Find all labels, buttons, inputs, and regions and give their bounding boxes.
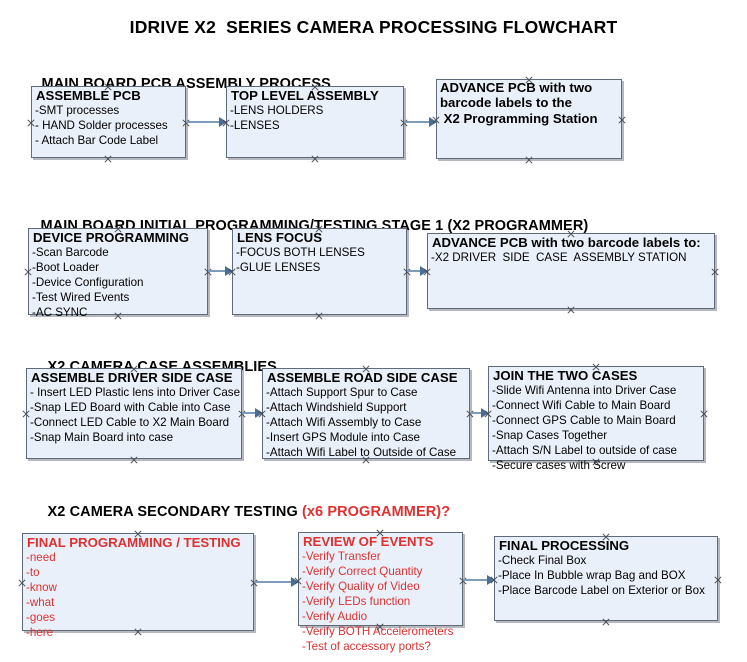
box-line: -Verify Audio xyxy=(302,609,368,623)
box-final-programming-testing[interactable]: FINAL PROGRAMMING / TESTING -need -to -k… xyxy=(22,533,254,639)
box-line: -Attach S/N Label to outside of case xyxy=(492,443,677,457)
arrow-head-icon xyxy=(255,408,263,418)
box-title: FINAL PROGRAMMING / TESTING xyxy=(27,535,241,550)
box-line: -Place In Bubble wrap Bag and BOX xyxy=(498,569,686,583)
page-title: IDRIVE X2 SERIES CAMERA PROCESSING FLOWC… xyxy=(129,17,618,37)
section-heading-4: X2 CAMERA SECONDARY TESTING (x6 PROGRAMM… xyxy=(31,488,451,536)
box-line: -Device Configuration xyxy=(32,275,144,289)
box-line: - Attach Bar Code Label xyxy=(35,133,159,147)
box-review-of-events[interactable]: REVIEW OF EVENTS -Verify Transfer -Verif… xyxy=(298,532,463,653)
connector-arrow xyxy=(463,575,495,585)
box-join-the-two-cases[interactable]: JOIN THE TWO CASES -Slide Wifi Antenna i… xyxy=(488,366,704,472)
box-assemble-driver-side-case[interactable]: ASSEMBLE DRIVER SIDE CASE - Insert LED P… xyxy=(26,368,242,459)
box-line: - Insert LED Plastic lens into Driver Ca… xyxy=(30,386,241,400)
box-line: -Attach Windshield Support xyxy=(266,401,407,415)
box-title: ASSEMBLE DRIVER SIDE CASE xyxy=(31,370,233,385)
box-title: REVIEW OF EVENTS xyxy=(303,534,434,549)
box-line: barcode labels to the xyxy=(440,95,572,111)
box-line: -here xyxy=(26,625,54,639)
box-line: -Verify LEDs function xyxy=(302,594,411,608)
box-advance-pcb-programming-station[interactable]: ADVANCE PCB with two barcode labels to t… xyxy=(436,79,622,159)
box-line: -FOCUS BOTH LENSES xyxy=(236,246,365,260)
box-line: -Snap Cases Together xyxy=(492,428,608,442)
box-line: -LENS HOLDERS xyxy=(230,104,324,118)
connector-arrow xyxy=(186,117,227,127)
section-heading-4-accent: (x6 PROGRAMMER)? xyxy=(301,504,451,520)
box-title: DEVICE PROGRAMMING xyxy=(33,230,190,245)
box-title: JOIN THE TWO CASES xyxy=(493,368,638,383)
box-title: FINAL PROCESSING xyxy=(499,538,630,553)
box-line: -Verify Quality of Video xyxy=(302,579,420,593)
box-title: TOP LEVEL ASSEMBLY xyxy=(231,88,379,103)
box-line: -Secure cases with Screw xyxy=(492,458,626,472)
box-line: -Verify Correct Quantity xyxy=(302,565,423,579)
box-line: X2 Programming Station xyxy=(440,110,598,126)
box-title: LENS FOCUS xyxy=(237,230,322,245)
box-final-processing[interactable]: FINAL PROCESSING -Check Final Box -Place… xyxy=(494,536,718,621)
box-lens-focus[interactable]: LENS FOCUS -FOCUS BOTH LENSES -GLUE LENS… xyxy=(232,228,407,315)
arrow-head-icon xyxy=(420,266,428,276)
box-title: ASSEMBLE PCB xyxy=(36,88,141,103)
box-line: -X2 DRIVER SIDE CASE ASSEMBLY STATION xyxy=(431,251,687,265)
connector-arrow xyxy=(242,408,263,418)
box-line: -Check Final Box xyxy=(498,554,587,568)
connector-arrow xyxy=(404,117,437,127)
box-advance-pcb-driver-side-case[interactable]: ADVANCE PCB with two barcode labels to: … xyxy=(427,233,715,309)
box-line: -Verify Transfer xyxy=(302,550,381,564)
box-assemble-road-side-case[interactable]: ASSEMBLE ROAD SIDE CASE -Attach Support … xyxy=(262,368,470,459)
connector-arrow xyxy=(407,266,428,276)
box-title: ADVANCE PCB with two barcode labels to: xyxy=(432,235,701,250)
section-heading-4-text: X2 CAMERA SECONDARY TESTING xyxy=(47,504,302,520)
box-device-programming[interactable]: DEVICE PROGRAMMING -Scan Barcode -Boot L… xyxy=(28,228,208,319)
box-line: -Attach Wifi Assembly to Case xyxy=(266,415,422,429)
box-line: -what xyxy=(26,595,55,609)
box-line: -need xyxy=(26,551,56,565)
box-top-level-assembly[interactable]: TOP LEVEL ASSEMBLY -LENS HOLDERS -LENSES xyxy=(226,86,404,158)
arrow-head-icon xyxy=(219,117,227,127)
box-line: -Insert GPS Module into Case xyxy=(266,430,421,444)
box-line: -Snap LED Board with Cable into Case xyxy=(30,401,231,415)
box-line: -GLUE LENSES xyxy=(236,261,321,275)
box-line: - HAND Solder processes xyxy=(35,119,168,133)
box-assemble-pcb[interactable]: ASSEMBLE PCB -SMT processes - HAND Solde… xyxy=(31,86,186,158)
arrow-head-icon xyxy=(225,266,233,276)
arrow-head-icon xyxy=(487,575,495,585)
arrow-head-icon xyxy=(291,577,299,587)
connector-arrow xyxy=(254,577,299,587)
box-line: -Slide Wifi Antenna into Driver Case xyxy=(492,384,677,398)
box-line: -AC SYNC xyxy=(32,305,88,319)
box-line: -to xyxy=(26,566,40,580)
box-line: -Snap Main Board into case xyxy=(30,430,174,444)
box-line: -Connect LED Cable to X2 Main Board xyxy=(30,415,230,429)
box-line: -know xyxy=(26,580,57,594)
box-line: -SMT processes xyxy=(35,104,120,118)
box-line: -Attach Wifi Label to Outside of Case xyxy=(266,445,457,459)
box-line: -Connect Wifi Cable to Main Board xyxy=(492,399,671,413)
box-line-overflow: -Test of accessory ports? xyxy=(302,639,431,653)
arrow-head-icon xyxy=(429,117,437,127)
arrow-head-icon xyxy=(481,408,489,418)
connector-arrow xyxy=(470,408,489,418)
box-line: -Boot Loader xyxy=(32,261,100,275)
box-line: -Connect GPS Cable to Main Board xyxy=(492,413,676,427)
box-line: -Place Barcode Label on Exterior or Box xyxy=(498,583,705,597)
box-line: -LENSES xyxy=(230,119,280,133)
box-line: -goes xyxy=(26,610,56,624)
box-line: -Scan Barcode xyxy=(32,246,109,260)
box-title: ASSEMBLE ROAD SIDE CASE xyxy=(267,370,458,385)
box-title: ADVANCE PCB with two xyxy=(440,80,593,95)
box-line: -Verify BOTH Accelerometers xyxy=(302,624,454,638)
box-line: -Attach Support Spur to Case xyxy=(266,386,418,400)
box-line: -Test Wired Events xyxy=(32,290,130,304)
connector-arrow xyxy=(208,266,233,276)
